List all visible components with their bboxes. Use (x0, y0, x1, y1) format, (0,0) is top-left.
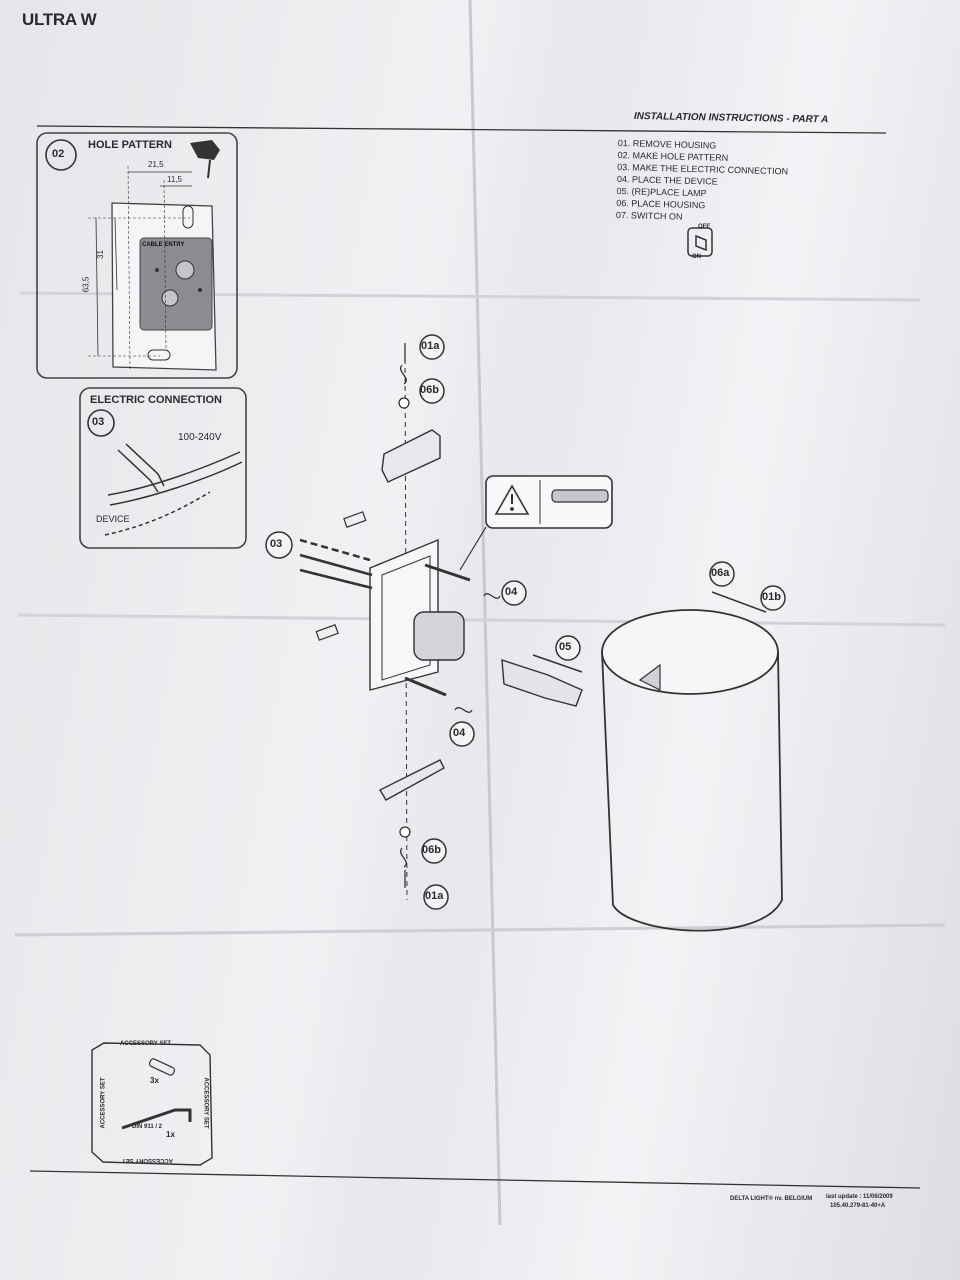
callout-06a: 06a (711, 567, 730, 579)
footer-company: DELTA LIGHT® nv. BELGIUM (730, 1196, 813, 1202)
middle-fold (17, 613, 946, 627)
cylinder-housing (601, 609, 783, 932)
switch-on-label: ON (692, 254, 701, 260)
callout-01b: 01b (762, 591, 781, 603)
footer-update: last update : 11/06/2009 (826, 1194, 893, 1200)
callout-03: 03 (270, 538, 283, 550)
hole-pattern-title: HOLE PATTERN (88, 139, 172, 151)
switch-icon (687, 227, 713, 257)
vertical-fold (468, 0, 502, 1226)
callout-06b-top: 06b (420, 384, 439, 396)
dim-width: 21,5 (148, 160, 164, 169)
accessory-panel (91, 1042, 213, 1166)
screw-icon (551, 489, 609, 503)
allen-key-icon (121, 1108, 192, 1130)
electric-number: 03 (92, 416, 105, 428)
accessory-title-right: ACCESSORY SET (202, 1077, 209, 1129)
wire-stripper-drawing (104, 443, 243, 536)
callout-circles (265, 334, 786, 910)
lamp-part (501, 659, 583, 707)
warning-icon (494, 484, 530, 515)
dim-height-inner: 31 (95, 250, 105, 259)
warning-callout (459, 475, 613, 571)
key-quantity: 1x (166, 1130, 175, 1139)
steps-list: 01. REMOVE HOUSING 02. MAKE HOLE PATTERN… (616, 137, 789, 225)
callout-01a-bottom: 01a (425, 890, 444, 902)
brand-title: ULTRA W (22, 10, 97, 29)
callout-06b-bottom: 06b (422, 844, 441, 856)
voltage-label: 100-240V (178, 432, 222, 443)
step-badge-02 (45, 139, 77, 171)
hole-pattern-number: 02 (52, 148, 65, 160)
hole-pattern-panel (36, 132, 238, 379)
dim-offset: 11,5 (167, 175, 182, 184)
accessory-title-top: ACCESSORY SET (120, 1041, 172, 1047)
accessory-title-bottom: ACCESSORY SET (122, 1157, 174, 1163)
switch-off-label: OFF (698, 224, 710, 230)
lower-screw (404, 676, 447, 697)
footer-code: 105.40.279-81-40+A (830, 1203, 886, 1209)
callout-04-top: 04 (505, 586, 518, 598)
drill-icon (190, 140, 220, 179)
callout-04-bottom: 04 (453, 727, 466, 739)
cable-entry-zone (139, 237, 213, 331)
cable-entry-label: CABLE ENTRY (142, 242, 185, 248)
plug-quantity: 3x (150, 1076, 159, 1085)
wall-plug-icon (148, 1058, 176, 1076)
mounting-plate-drawing (88, 165, 217, 371)
exploded-assembly (299, 343, 767, 901)
device-label: DEVICE (96, 514, 130, 524)
din-label: DIN 911 / 2 (132, 1124, 163, 1130)
upper-screw (424, 563, 471, 582)
header-rule (36, 125, 887, 134)
electric-title: ELECTRIC CONNECTION (90, 394, 222, 406)
accessory-title-left: ACCESSORY SET (100, 1077, 107, 1129)
lower-fold (14, 923, 946, 937)
electric-panel (79, 387, 247, 549)
footer-rule (29, 1170, 921, 1189)
bottom-cover-part (379, 759, 445, 801)
callout-05: 05 (559, 641, 572, 653)
callout-01a-top: 01a (421, 340, 440, 352)
lamp-socket-part (413, 611, 465, 661)
step-badge-03 (87, 409, 115, 437)
dim-height-outer: 63,5 (81, 276, 91, 293)
top-cover-part (381, 429, 441, 483)
